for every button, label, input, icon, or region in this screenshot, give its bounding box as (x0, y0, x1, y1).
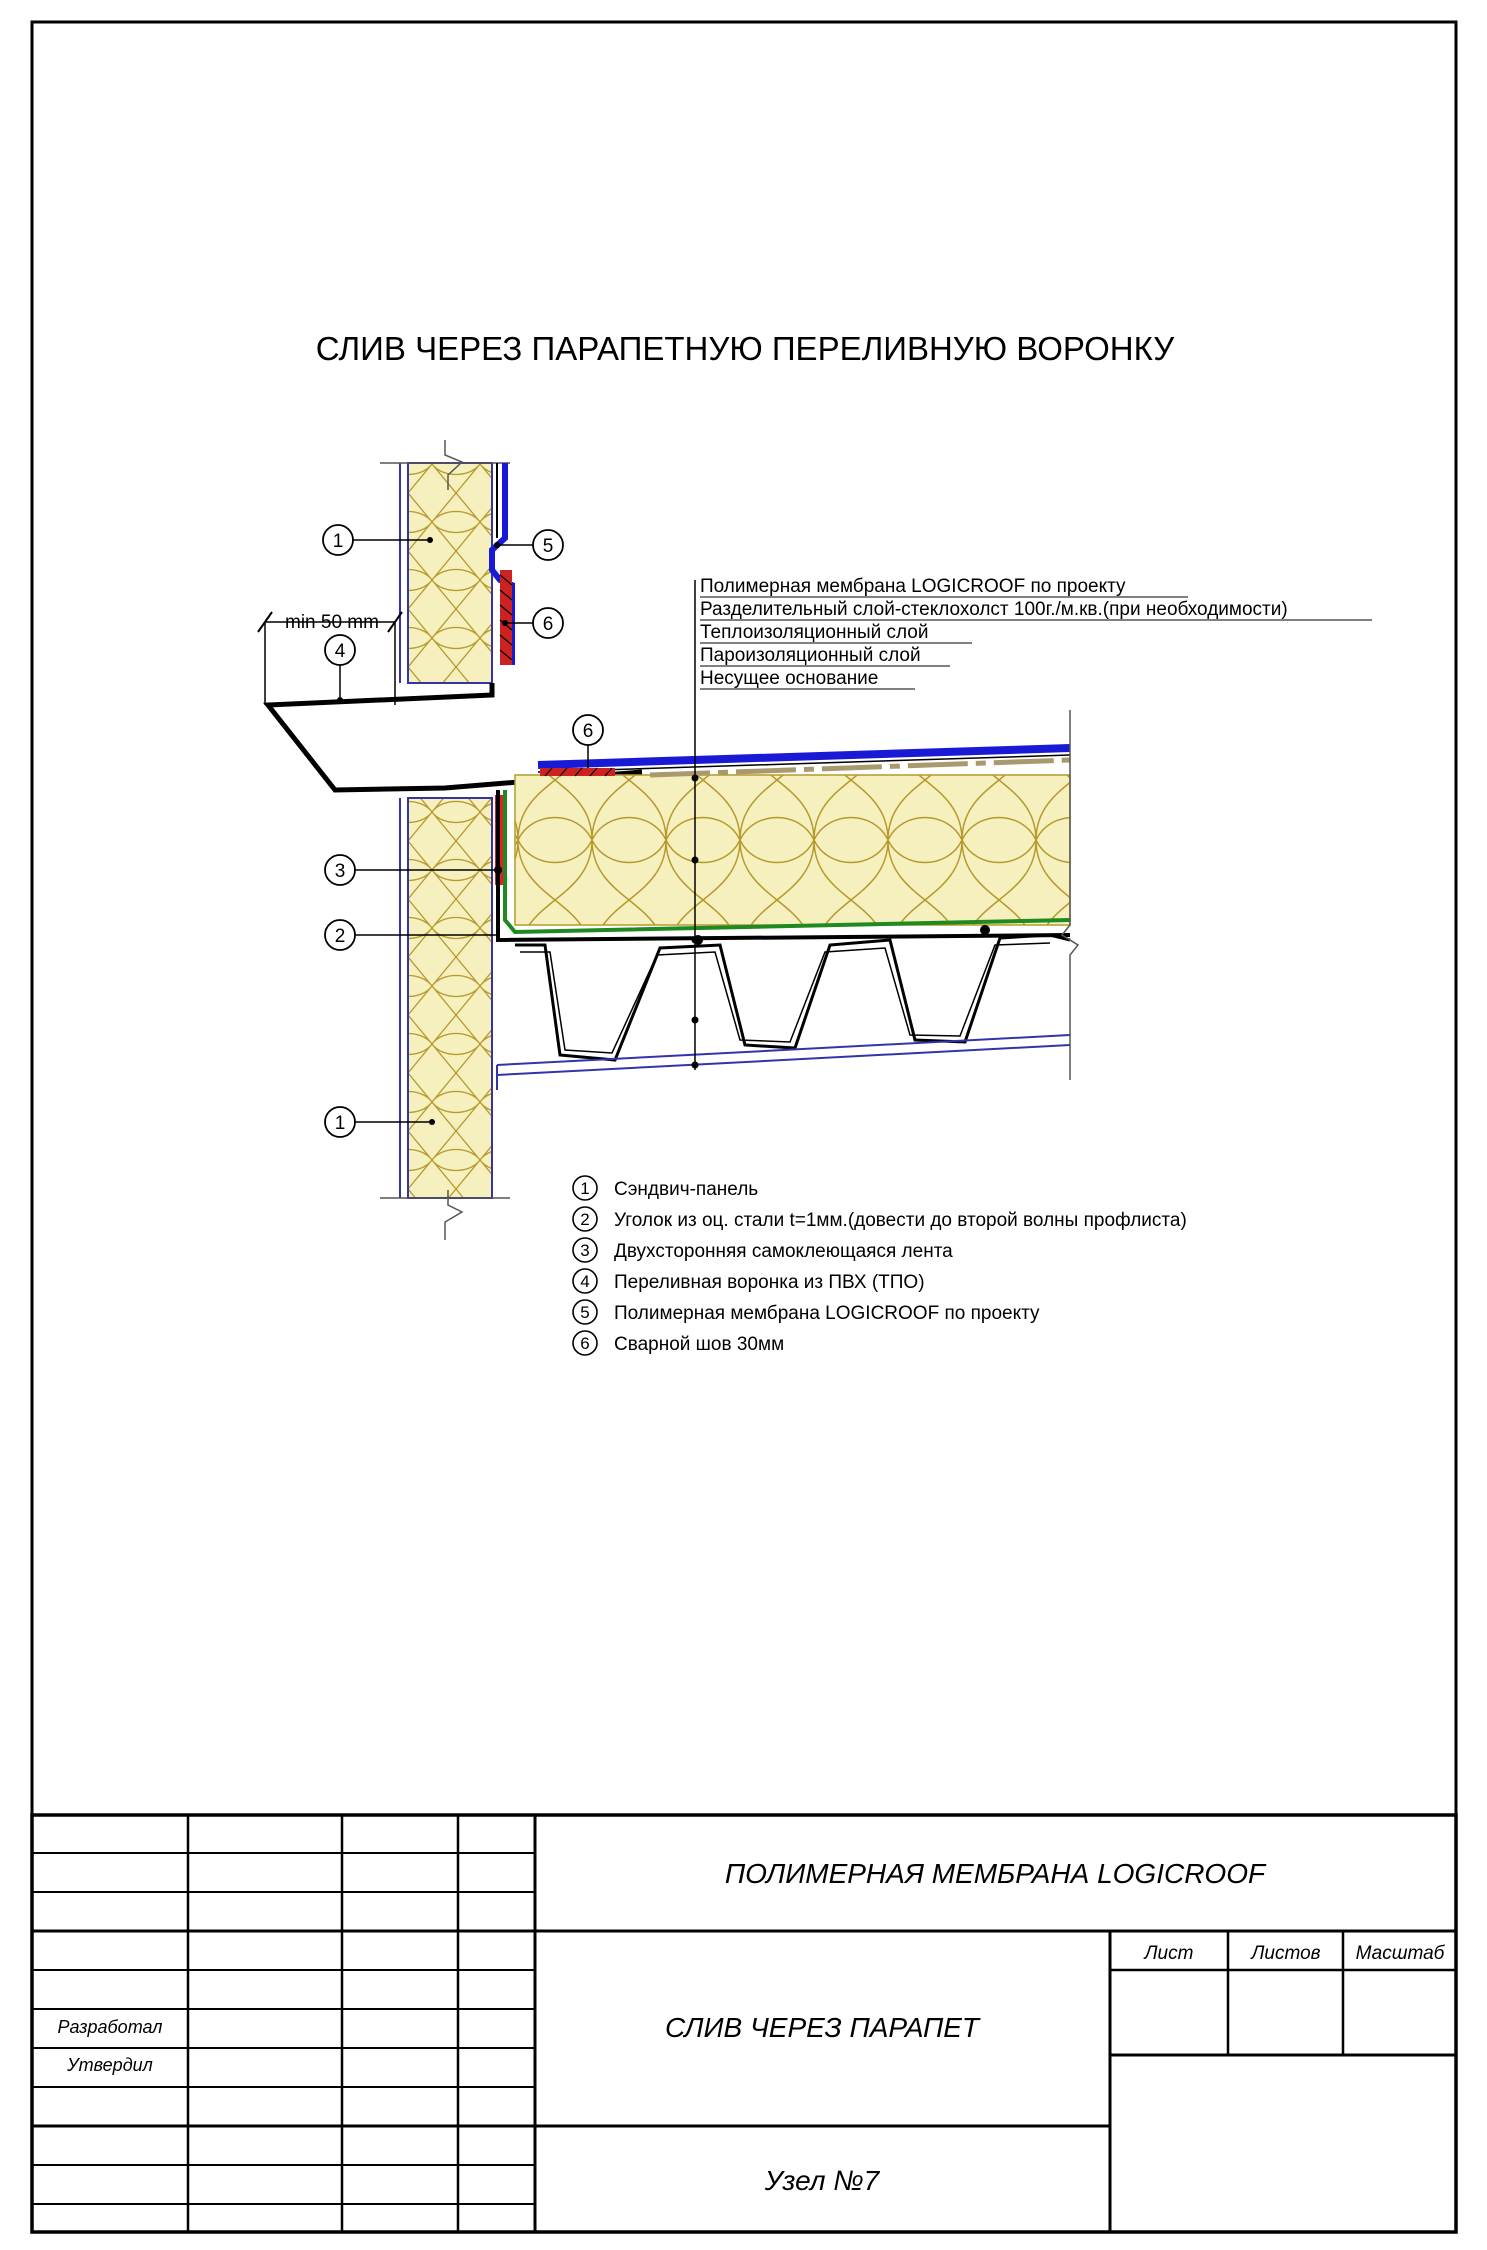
legend-item: 5 Полимерная мембрана LOGICROOF по проек… (572, 1299, 1040, 1325)
node-number: Узел №7 (764, 2165, 881, 2196)
detail-drawing: min 50 mm (257, 440, 1372, 1240)
layer-label-separating: Разделительный слой-стеклохолст 100г./м.… (700, 599, 1288, 620)
product-title: ПОЛИМЕРНАЯ МЕМБРАНА LOGICROOF (725, 1858, 1267, 1889)
roof-insulation (514, 774, 1071, 926)
drawing-title: СЛИВ ЧЕРЕЗ ПАРАПЕТНУЮ ПЕРЕЛИВНУЮ ВОРОНКУ (316, 330, 1175, 367)
dimension-label: min 50 mm (285, 612, 379, 633)
svg-text:Переливная воронка из ПВХ (ТПО: Переливная воронка из ПВХ (ТПО) (614, 1272, 925, 1293)
svg-text:Сэндвич-панель: Сэндвич-панель (614, 1179, 758, 1200)
legend-item: 1 Сэндвич-панель (572, 1175, 758, 1201)
svg-text:1: 1 (580, 1179, 589, 1198)
approved-label: Утвердил (66, 2055, 153, 2075)
legend: 1 Сэндвич-панель 2 Уголок из оц. стали t… (572, 1175, 1187, 1356)
legend-item: 2 Уголок из оц. стали t=1мм.(довести до … (572, 1206, 1187, 1232)
roof-membrane (537, 744, 1071, 769)
scale-label: Масштаб (1356, 1943, 1446, 1964)
svg-text:2: 2 (335, 926, 346, 947)
callout-4: 4 (324, 634, 356, 703)
profiled-deck (515, 933, 1071, 1062)
callout-1-top: 1 (322, 524, 433, 556)
svg-text:Двухсторонняя самоклеющаяся ле: Двухсторонняя самоклеющаяся лента (614, 1241, 953, 1262)
svg-text:6: 6 (543, 614, 554, 635)
layer-label-vapor: Пароизоляционный слой (700, 645, 921, 666)
title-block (30, 1813, 1458, 2234)
svg-text:1: 1 (335, 1113, 346, 1134)
svg-text:Полимерная мембрана LOGICROOF: Полимерная мембрана LOGICROOF по проекту (614, 1303, 1040, 1324)
legend-item: 3 Двухсторонняя самоклеющаяся лента (572, 1237, 953, 1263)
svg-text:4: 4 (580, 1272, 589, 1291)
svg-text:3: 3 (335, 861, 346, 882)
sheets-label: Листов (1249, 1943, 1320, 1964)
layer-labels: Полимерная мембрана LOGICROOF по проекту… (700, 576, 1372, 690)
layer-label-membrane: Полимерная мембрана LOGICROOF по проекту (700, 576, 1126, 597)
svg-text:1: 1 (333, 531, 344, 552)
svg-text:Уголок из оц. стали t=1мм.(дов: Уголок из оц. стали t=1мм.(довести до вт… (614, 1210, 1187, 1231)
layer-label-insulation: Теплоизоляционный слой (700, 622, 928, 643)
svg-text:6: 6 (583, 721, 594, 742)
callout-6-roof: 6 (572, 714, 604, 768)
sheet-label: Лист (1143, 1943, 1194, 1964)
roof-weld (540, 768, 615, 776)
upper-sandwich-panel (380, 440, 510, 684)
legend-item: 4 Переливная воронка из ПВХ (ТПО) (572, 1268, 925, 1294)
svg-text:5: 5 (580, 1303, 589, 1322)
svg-text:5: 5 (543, 536, 554, 557)
drawing-name: СЛИВ ЧЕРЕЗ ПАРАПЕТ (665, 2012, 981, 2043)
callout-3: 3 (324, 854, 502, 886)
svg-text:2: 2 (580, 1210, 589, 1229)
svg-text:4: 4 (335, 641, 346, 662)
lower-sandwich-panel (380, 797, 510, 1240)
developed-label: Разработал (58, 2017, 163, 2037)
overflow-funnel (263, 683, 643, 793)
callout-1-bottom: 1 (324, 1106, 435, 1138)
svg-text:6: 6 (580, 1334, 589, 1353)
upper-weld (500, 570, 512, 665)
callout-6-top: 6 (502, 607, 564, 639)
separating-layer (649, 757, 1071, 778)
svg-text:3: 3 (580, 1241, 589, 1260)
layer-label-base: Несущее основание (700, 668, 878, 689)
svg-text:Сварной шов 30мм: Сварной шов 30мм (614, 1334, 784, 1355)
steel-angle (496, 790, 1071, 943)
callout-5: 5 (494, 529, 564, 561)
callout-2: 2 (324, 919, 497, 951)
legend-item: 6 Сварной шов 30мм (572, 1330, 784, 1356)
vapor-barrier (503, 790, 1071, 935)
